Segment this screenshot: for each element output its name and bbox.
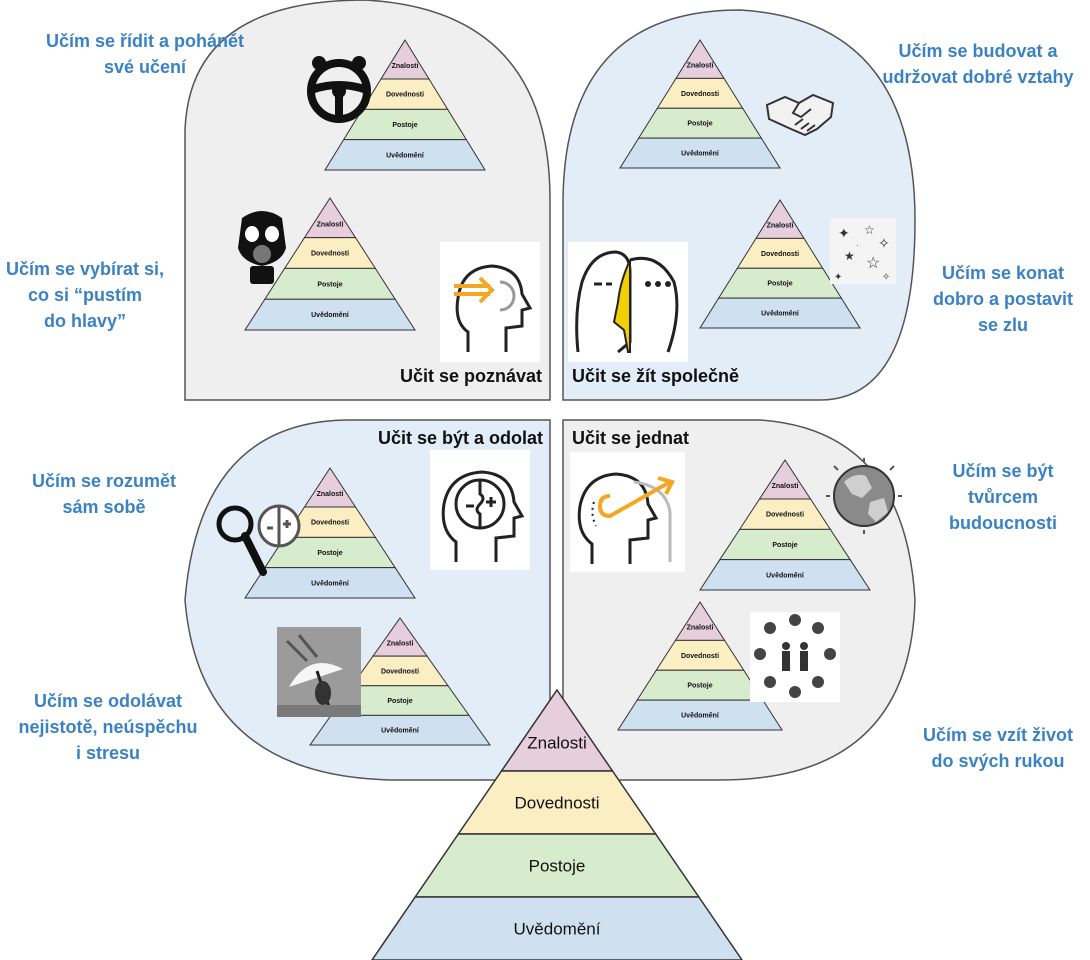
pyramid-label-uvědomění: Uvědomění bbox=[761, 311, 800, 318]
pyramid-label-postoje: Postoje bbox=[392, 122, 417, 129]
pyramid-band-uvědomění bbox=[699, 297, 861, 329]
pyramid-label-uvědomění: Uvědomění bbox=[311, 580, 350, 587]
svg-text:✧: ✧ bbox=[882, 272, 890, 283]
pyramid-label-postoje: Postoje bbox=[772, 542, 797, 549]
pyramid-label-uvědomění: Uvědomění bbox=[311, 312, 350, 319]
pyramid-label-znalosti: Znalosti bbox=[687, 63, 714, 70]
svg-text:·: · bbox=[856, 241, 859, 250]
pyramid-band-uvědomění bbox=[309, 714, 491, 746]
globe-icon bbox=[826, 458, 902, 534]
pyramid-label-postoje: Postoje bbox=[767, 281, 792, 288]
pyramid-label-znalosti: Znalosti bbox=[392, 63, 419, 70]
pyramid-label-dovednosti: Dovednosti bbox=[681, 91, 719, 98]
pyramid-band-uvědomění bbox=[244, 567, 416, 599]
magnifier-icon bbox=[216, 504, 301, 576]
pyramid-band-uvědomění bbox=[371, 896, 743, 960]
pyramid-label-dovednosti: Dovednosti bbox=[386, 92, 424, 99]
pyramid-label-uvědomění: Uvědomění bbox=[766, 572, 805, 579]
head-arrow-icon bbox=[570, 452, 685, 572]
quadrant-title-poznavat: Učit se poznávat bbox=[400, 366, 543, 386]
pyramid-label-postoje: Postoje bbox=[317, 550, 342, 557]
pyramid-label-dovednosti: Dovednosti bbox=[514, 794, 599, 813]
pyramid-label-uvědomění: Uvědomění bbox=[381, 728, 420, 735]
svg-text:★: ★ bbox=[844, 249, 855, 263]
umbrella-storm-icon bbox=[277, 627, 361, 717]
pyramid-label-dovednosti: Dovednosti bbox=[311, 251, 349, 258]
pyramid-label-postoje: Postoje bbox=[687, 121, 712, 128]
pyramid-label-postoje: Postoje bbox=[687, 683, 712, 690]
stars-icon: ✦ ☆ ✧ ★ ☆ ✦ ✧ · bbox=[830, 218, 896, 284]
steering-wheel-icon bbox=[307, 56, 371, 123]
pyramid-label-znalosti: Znalosti bbox=[772, 483, 799, 490]
pyramid-band-uvědomění bbox=[324, 139, 486, 171]
pyramid-band-uvědomění bbox=[699, 559, 871, 591]
head-focus-icon bbox=[440, 242, 540, 362]
svg-text:☆: ☆ bbox=[866, 255, 880, 272]
svg-text:☆: ☆ bbox=[864, 223, 875, 237]
pyramid-label-dovednosti: Dovednosti bbox=[766, 512, 804, 519]
pyramid-label-dovednosti: Dovednosti bbox=[681, 653, 719, 660]
head-puzzle-icon bbox=[430, 450, 530, 570]
pyramid-label-znalosti: Znalosti bbox=[317, 222, 344, 229]
pyramid-label-znalosti: Znalosti bbox=[767, 223, 794, 230]
pyramid-label-uvědomění: Uvědomění bbox=[681, 151, 720, 158]
pyramid-label-dovednosti: Dovednosti bbox=[761, 251, 799, 258]
svg-text:✦: ✦ bbox=[834, 272, 842, 283]
svg-text:✦: ✦ bbox=[838, 225, 850, 241]
quadrant-title-zit-spolecne: Učit se žít společně bbox=[572, 366, 740, 386]
gas-mask-icon bbox=[238, 211, 286, 284]
pyramid-label-dovednosti: Dovednosti bbox=[381, 668, 419, 675]
pyramid-label-postoje: Postoje bbox=[529, 857, 586, 876]
pyramid-label-znalosti: Znalosti bbox=[317, 491, 344, 498]
pyramid-label-postoje: Postoje bbox=[317, 281, 342, 288]
pyramid-band-uvědomění bbox=[617, 699, 783, 731]
pyramid-band-uvědomění bbox=[619, 137, 781, 169]
pyramid-label-postoje: Postoje bbox=[387, 698, 412, 705]
pyramid-label-znalosti: Znalosti bbox=[687, 625, 714, 632]
pyramid-label-znalosti: Znalosti bbox=[387, 640, 414, 647]
quadrant-title-byt-a-odolat: Učit se být a odolat bbox=[378, 428, 544, 448]
pyramid-label-uvědomění: Uvědomění bbox=[681, 713, 720, 720]
pyramid-label-uvědomění: Uvědomění bbox=[386, 152, 425, 159]
pyramid-label-uvědomění: Uvědomění bbox=[514, 920, 601, 939]
pyramid-band-uvědomění bbox=[244, 298, 416, 331]
people-circle-icon bbox=[750, 612, 840, 702]
two-heads-icon bbox=[568, 242, 688, 362]
quadrant-title-jednat: Učit se jednat bbox=[572, 428, 690, 448]
pyramid-label-dovednosti: Dovednosti bbox=[311, 520, 349, 527]
handshake-icon bbox=[765, 93, 835, 137]
svg-text:✧: ✧ bbox=[878, 235, 890, 251]
pyramid-label-znalosti: Znalosti bbox=[527, 733, 587, 752]
